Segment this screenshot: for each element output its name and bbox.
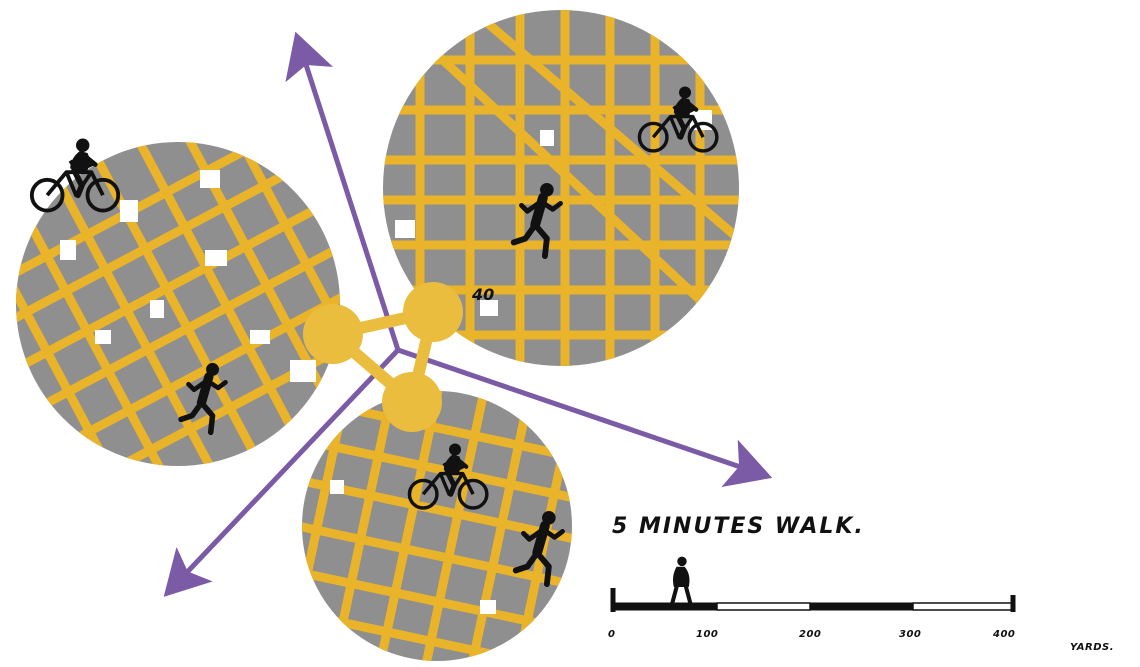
node-west — [303, 304, 363, 364]
walker-icon — [670, 557, 697, 608]
scale-unit: YARDS. — [1070, 642, 1114, 653]
scale-tick-0: 0 — [608, 629, 615, 640]
node-south — [382, 372, 442, 432]
node-north — [403, 282, 463, 342]
scale-tick-100: 100 — [696, 629, 718, 640]
walk-scale: 5 MINUTES WALK. 0 100 200 300 400 YARDS. — [608, 514, 1114, 653]
scale-tick-200: 200 — [799, 629, 821, 640]
scale-tick-400: 400 — [992, 629, 1015, 640]
scale-title: 5 MINUTES WALK. — [612, 514, 865, 539]
scale-tick-300: 300 — [899, 629, 921, 640]
map-block-label: 40 — [471, 285, 494, 304]
